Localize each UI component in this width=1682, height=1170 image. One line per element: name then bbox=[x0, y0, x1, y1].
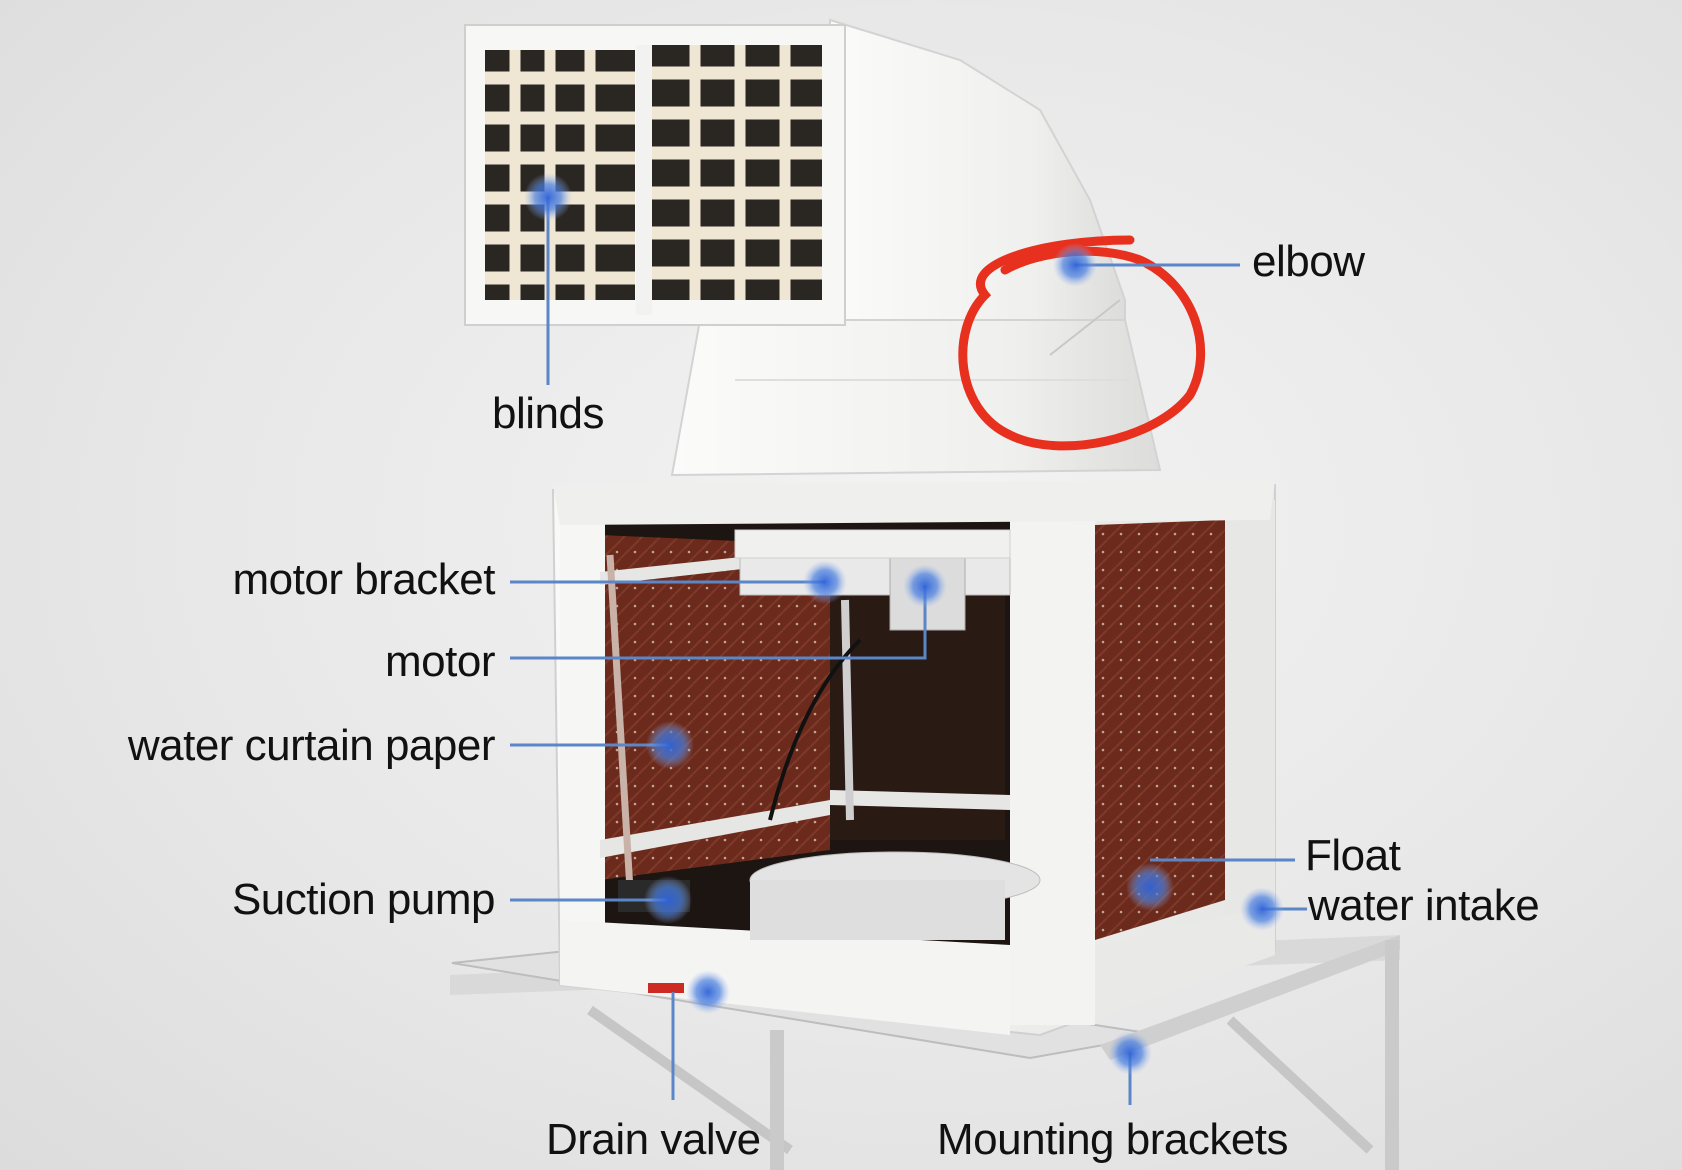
label-motor-bracket: motor bracket bbox=[200, 558, 495, 602]
label-drain-valve: Drain valve bbox=[546, 1118, 761, 1162]
suction-pump-marker-dot bbox=[644, 876, 692, 924]
label-mounting-brackets: Mounting brackets bbox=[937, 1118, 1288, 1162]
motor-bracket-marker-dot bbox=[803, 560, 847, 604]
label-water-intake: water intake bbox=[1308, 884, 1539, 928]
water-curtain-marker-dot bbox=[646, 721, 694, 769]
float-marker-dot bbox=[1126, 863, 1174, 911]
label-motor: motor bbox=[330, 640, 495, 684]
elbow-marker-dot bbox=[1053, 243, 1097, 287]
label-water-curtain-paper: water curtain paper bbox=[110, 724, 495, 768]
mounting-brackets-marker-dot bbox=[1108, 1031, 1152, 1075]
blinds-louver bbox=[465, 25, 845, 325]
motor-marker-dot bbox=[903, 564, 947, 608]
blinds-marker-dot bbox=[524, 173, 572, 221]
label-elbow: elbow bbox=[1252, 240, 1364, 284]
water-intake-marker-dot bbox=[1240, 887, 1284, 931]
label-float: Float bbox=[1305, 834, 1400, 878]
label-suction-pump: Suction pump bbox=[200, 878, 495, 922]
drain-valve-marker-dot bbox=[686, 970, 730, 1014]
label-blinds: blinds bbox=[492, 392, 604, 436]
